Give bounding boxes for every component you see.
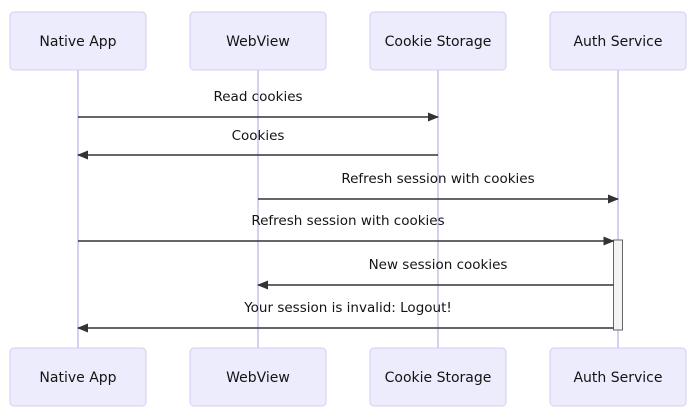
participant-box-webview-top[interactable]: [189, 11, 327, 71]
participant-box-auth-service-top[interactable]: [549, 11, 687, 71]
participant-box-native-app-bottom[interactable]: [9, 347, 147, 407]
participant-label-native-app-bottom: Native App: [39, 370, 116, 386]
participant-auth-service-bottom[interactable]: Auth Service: [549, 347, 687, 407]
participant-label-native-app-top: Native App: [39, 34, 116, 50]
message-label-2: Cookies: [232, 128, 285, 144]
participant-box-native-app-top[interactable]: [9, 11, 147, 71]
message-label-1: Read cookies: [213, 89, 302, 105]
footer-participants-layer: Native App WebView Cookie Storage Auth Serv…: [9, 347, 687, 407]
participant-cookie-storage-bottom[interactable]: Cookie Storage: [369, 347, 507, 407]
message-label-5: New session cookies: [369, 257, 508, 273]
message-label-3: Refresh session with cookies: [341, 171, 534, 187]
participant-label-webview-bottom: WebView: [226, 370, 290, 386]
message-label-4: Refresh session with cookies: [251, 213, 444, 229]
message-4: Refresh session with cookies: [78, 213, 615, 246]
participant-label-webview-top: WebView: [226, 34, 290, 50]
participant-label-auth-service-bottom: Auth Service: [573, 370, 662, 386]
message-3: Refresh session with cookies: [258, 171, 619, 204]
participant-label-cookie-storage-top: Cookie Storage: [385, 34, 492, 50]
participant-webview-top[interactable]: WebView: [189, 11, 327, 71]
participant-auth-service-top[interactable]: Auth Service: [549, 11, 687, 71]
participant-cookie-storage-top[interactable]: Cookie Storage: [369, 11, 507, 71]
participant-box-auth-service-bottom[interactable]: [549, 347, 687, 407]
participant-native-app-top[interactable]: Native App: [9, 11, 147, 71]
message-6: Your session is invalid: Logout!: [77, 300, 614, 333]
activations-layer: [613, 239, 623, 331]
activation-box-auth-service: [613, 239, 623, 331]
participant-webview-bottom[interactable]: WebView: [189, 347, 327, 407]
message-label-6: Your session is invalid: Logout!: [243, 300, 452, 316]
participant-native-app-bottom[interactable]: Native App: [9, 347, 147, 407]
participant-box-cookie-storage-bottom[interactable]: [369, 347, 507, 407]
header-participants-layer: Native App WebView Cookie Storage Auth Serv…: [9, 11, 687, 71]
message-5: New session cookies: [257, 257, 614, 290]
participant-box-webview-bottom[interactable]: [189, 347, 327, 407]
participant-label-auth-service-top: Auth Service: [573, 34, 662, 50]
message-2: Cookies: [77, 128, 438, 160]
message-1: Read cookies: [78, 89, 439, 122]
participant-label-cookie-storage-bottom: Cookie Storage: [385, 370, 492, 386]
participant-box-cookie-storage-top[interactable]: [369, 11, 507, 71]
